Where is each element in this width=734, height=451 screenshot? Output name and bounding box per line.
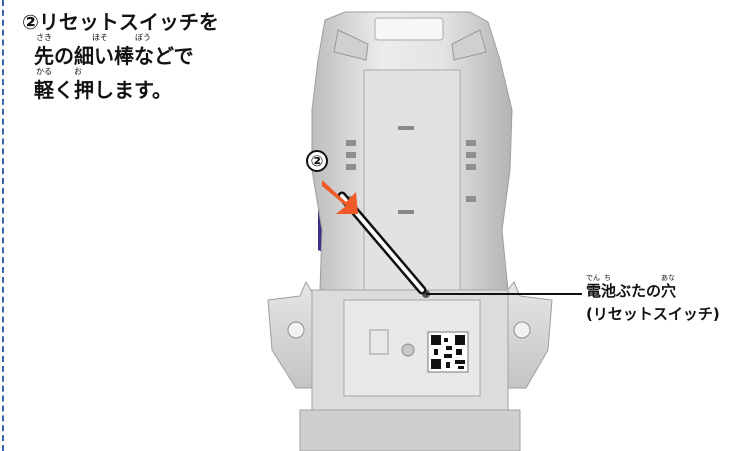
top-detail-right [451, 29, 487, 61]
furigana: あな [661, 274, 675, 282]
callout-line-2: (リセットスイッチ) [586, 305, 720, 323]
base-recess [369, 329, 389, 355]
instruction-line-1: ②リセットスイッチを [22, 10, 219, 34]
screw-right [513, 321, 531, 339]
instruction-line-3: 軽く押します。 [34, 78, 172, 102]
instruction-line-2-wrap: さき ほそ ぼう 先の細い棒などで [34, 34, 231, 68]
right-vents [466, 140, 476, 202]
furigana: お [74, 67, 82, 76]
furigana: かる [36, 67, 52, 76]
screw-left [287, 321, 305, 339]
base-screw [401, 343, 415, 357]
slot-mark [398, 210, 414, 214]
furigana: ぼう [135, 33, 151, 42]
slot-mark [398, 126, 414, 130]
base-foot [299, 409, 521, 451]
furigana: でん [586, 274, 600, 282]
top-detail-left [333, 29, 369, 61]
furigana: さき [36, 33, 52, 42]
dashed-margin-rule [2, 0, 4, 451]
callout-line-1: 電池ぶたの穴 [586, 282, 677, 300]
callout-reset-switch: でん ち あな 電池ぶたの穴 (リセットスイッチ) [586, 275, 720, 323]
battery-cover-panel [363, 69, 461, 291]
callout-line-1-wrap: でん ち あな 電池ぶたの穴 [586, 275, 720, 300]
instruction-line-2: 先の細い棒などで [34, 44, 194, 68]
orange-arrow [322, 180, 358, 214]
step-2-marker: ② [306, 150, 328, 172]
furigana: ほそ [92, 33, 108, 42]
qr-code [427, 331, 469, 373]
top-window [374, 17, 444, 41]
instruction-step-2: ②リセットスイッチを さき ほそ ぼう 先の細い棒などで かる お 軽く押します… [22, 12, 219, 100]
furigana: ち [604, 274, 611, 282]
instruction-line-3-wrap: かる お 軽く押します。 [34, 68, 231, 102]
